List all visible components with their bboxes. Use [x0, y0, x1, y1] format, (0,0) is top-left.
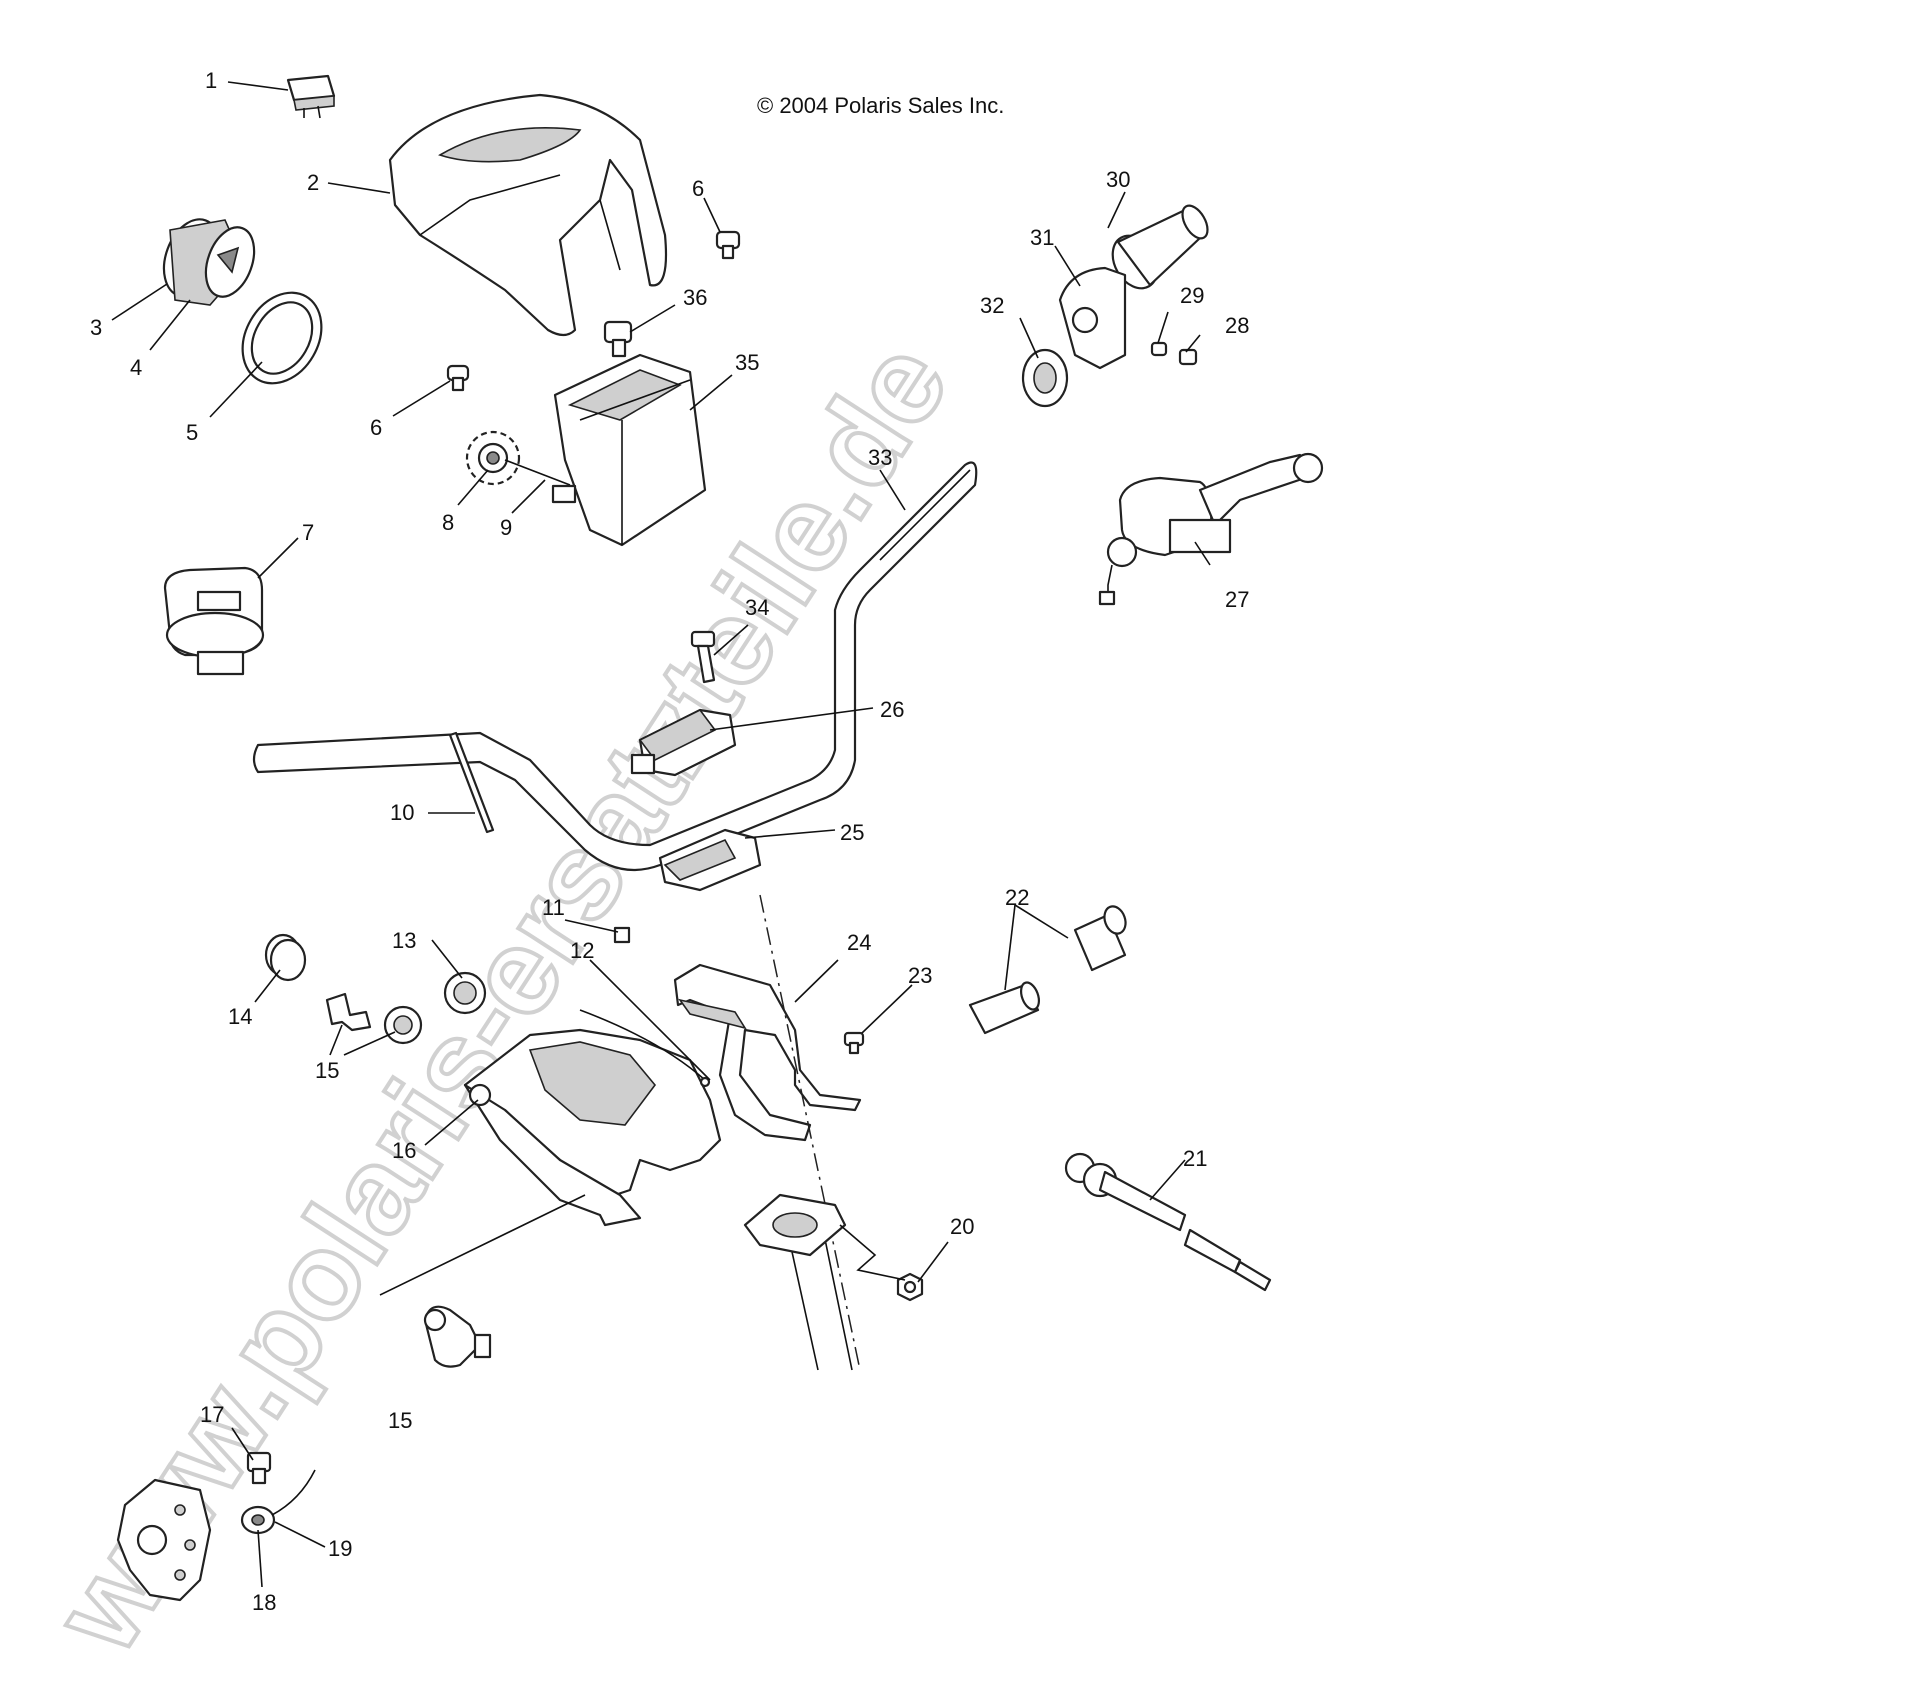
- callout-8: 8: [442, 510, 454, 535]
- part-31-throttle-block: [1058, 266, 1127, 370]
- part-6-screw-top: [715, 230, 741, 260]
- part-1-switch: [286, 74, 336, 119]
- callout-6-left: 6: [370, 415, 382, 440]
- callout-24: 24: [847, 930, 871, 955]
- part-23-bolt: [843, 1031, 865, 1055]
- callout-16: 16: [392, 1138, 416, 1163]
- callout-9: 9: [500, 515, 512, 540]
- callout-5: 5: [186, 420, 198, 445]
- callout-18: 18: [252, 1590, 276, 1615]
- part-5-gasket: [241, 291, 323, 385]
- part-30-grip: [1111, 204, 1209, 290]
- callout-4: 4: [130, 355, 142, 380]
- dash-light-connector-line: [379, 1194, 586, 1296]
- part-25-lower-clamp: [658, 828, 762, 892]
- part-14-cap: [264, 933, 307, 982]
- callout-20: 20: [950, 1214, 974, 1239]
- callout-17: 17: [200, 1402, 224, 1427]
- callout-13: 13: [392, 928, 416, 953]
- part-7-ignition-switch: [163, 566, 265, 676]
- callout-7: 7: [302, 520, 314, 545]
- part-22-sleeve-a: [968, 981, 1041, 1035]
- callout-34: 34: [745, 595, 769, 620]
- callout-32: 32: [980, 293, 1004, 318]
- callout-19: 19: [328, 1536, 352, 1561]
- part-18-19-sensor: [240, 1469, 316, 1535]
- part-11-clip: [613, 926, 631, 944]
- callout-1: 1: [205, 68, 217, 93]
- part-6-screw-left: [446, 364, 470, 392]
- callout-30: 30: [1106, 167, 1130, 192]
- callout-28: 28: [1225, 313, 1249, 338]
- part-35-headlight: [553, 353, 707, 547]
- callout-23: 23: [908, 963, 932, 988]
- part-15-indicator-light: [423, 1305, 492, 1368]
- part-20-nut: [896, 1272, 924, 1302]
- steering-column-centerline: [759, 894, 861, 1371]
- part-22-sleeve-b: [1073, 905, 1127, 972]
- part-8-gear: [465, 430, 521, 486]
- callout-35: 35: [735, 350, 759, 375]
- part-36-bolt: [603, 320, 633, 358]
- callout-10: 10: [390, 800, 414, 825]
- callout-25: 25: [840, 820, 864, 845]
- callout-3: 3: [90, 315, 102, 340]
- part-33-handlebar: [252, 461, 978, 872]
- callout-26: 26: [880, 697, 904, 722]
- part-9-adjuster-rod: [504, 459, 577, 504]
- part-15-grommet: [383, 1005, 423, 1045]
- part-21-cable: [1064, 1152, 1272, 1292]
- part-2-pod-cover: [388, 93, 668, 337]
- part-32-washer: [1021, 348, 1069, 408]
- part-27-brake-lever: [1098, 452, 1324, 606]
- callout-labels: 1 2 3 4 5 6 6 7 8 9 10 11 12 13 14 15 16…: [90, 68, 1249, 1615]
- callout-15-lower: 15: [388, 1408, 412, 1433]
- callout-11: 11: [542, 895, 565, 920]
- callout-27: 27: [1225, 587, 1249, 612]
- callout-14: 14: [228, 1004, 252, 1029]
- part-28-screw: [1178, 348, 1198, 366]
- part-3-4-knob: [162, 218, 256, 306]
- part-12-wire: [579, 1009, 711, 1088]
- callout-15-upper: 15: [315, 1058, 339, 1083]
- leader-lines: [111, 81, 1211, 1588]
- callout-33: 33: [868, 445, 892, 470]
- part-16-dash-panel: [463, 1028, 722, 1227]
- copyright-notice: © 2004 Polaris Sales Inc.: [757, 93, 1004, 118]
- nut-connector-line: [839, 1224, 906, 1281]
- part-15-key: [325, 992, 372, 1032]
- part-brake-caliper: [116, 1478, 212, 1602]
- callout-36: 36: [683, 285, 707, 310]
- callout-2: 2: [307, 170, 319, 195]
- part-24-bracket: [673, 963, 862, 1142]
- part-34-bolt: [690, 630, 716, 684]
- part-17-bolt: [246, 1451, 272, 1485]
- part-13-grommet: [443, 971, 487, 1015]
- callout-22: 22: [1005, 885, 1029, 910]
- part-29-screw: [1150, 341, 1168, 357]
- part-10-cable-tie: [448, 731, 495, 834]
- callout-12: 12: [570, 938, 594, 963]
- callout-29: 29: [1180, 283, 1204, 308]
- callout-6-top: 6: [692, 176, 704, 201]
- part-26-upper-clamp: [630, 708, 737, 777]
- part-flange: [743, 1193, 847, 1257]
- callout-21: 21: [1183, 1146, 1207, 1171]
- callout-31: 31: [1030, 225, 1054, 250]
